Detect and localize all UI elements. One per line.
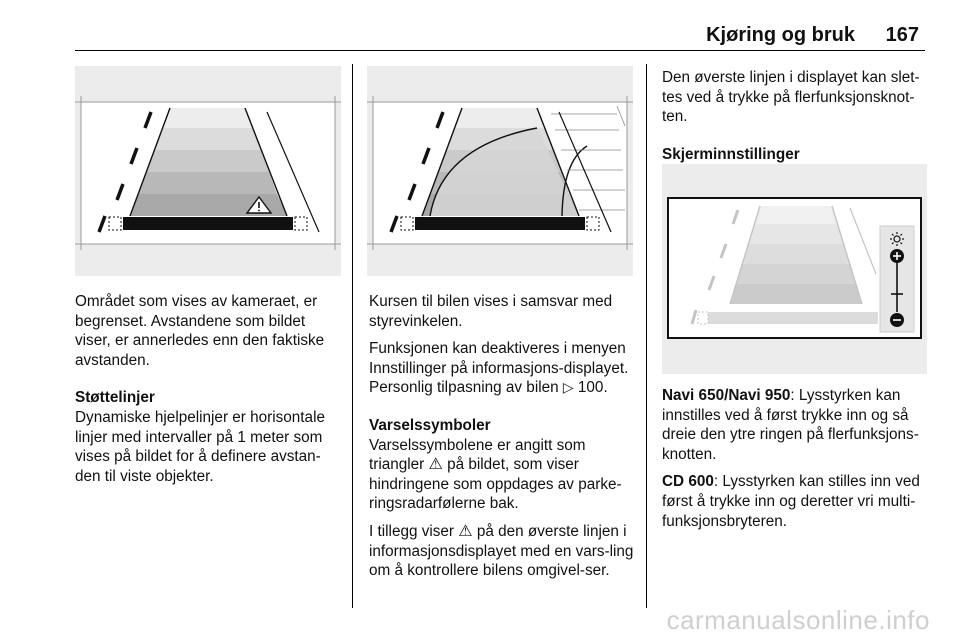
paragraph-course: Kursen til bilen vises i samsvar med sty… [369,293,613,330]
paragraph-guidelines: Dynamiske hjelpelinjer er horisontale li… [75,408,325,485]
warning-triangle-icon: ⚠ [428,456,443,474]
paragraph-cd600: CD 600: Lysstyrken kan stilles inn ved f… [662,473,920,530]
section-title: Kjøring og bruk [706,24,855,46]
column-divider-1 [352,64,353,608]
column-3-top-text: Den øverste linjen i displayet kan slet-… [662,68,928,164]
sun-icon [890,232,904,246]
warning-triangle-icon [245,195,273,214]
column-1-text: Området som vises av kameraet, er begren… [75,292,343,494]
label-cd600: CD 600 [662,473,714,491]
page-reference[interactable]: 100. [577,379,608,397]
heading-stottelinjer: Støttelinjer [75,389,155,407]
paragraph-navi: Navi 650/Navi 950: Lysstyrken kan innsti… [662,387,919,463]
paragraph-delete-top-line: Den øverste linjen i displayet kan slet-… [662,69,920,126]
minus-icon [890,313,904,327]
watermark: carmanualsonline.info [666,605,930,635]
paragraph-warning-symbols: Varselssymbolene er angitt som triangler… [369,436,622,513]
brightness-setting-illustration [662,164,927,374]
heading-varselssymboler: Varselssymboler [369,416,491,434]
paragraph-camera-area: Området som vises av kameraet, er begren… [75,293,325,369]
column-2-text: Kursen til bilen vises i samsvar med sty… [369,292,637,589]
warning-triangle-icon: ⚠ [458,522,473,540]
page-reference-arrow-icon: ▷ [562,379,574,396]
paragraph-info-display: I tillegg viser ⚠ på den øverste linjen … [369,522,634,580]
column-3-bottom-text: Navi 650/Navi 950: Lysstyrken kan innsti… [662,386,928,539]
camera-view-illustration-1 [75,66,341,276]
column-divider-2 [646,64,647,608]
camera-view-illustration-2 [367,66,633,276]
label-navi: Navi 650/Navi 950 [662,387,791,404]
heading-skjerminnstillinger: Skjerminnstillinger [662,145,800,163]
page-header: Kjøring og bruk 167 [75,22,925,51]
page-number: 167 [885,24,919,46]
paragraph-deactivate: Funksjonen kan deaktiveres i menyen Inns… [369,340,629,397]
plus-icon [890,249,904,263]
